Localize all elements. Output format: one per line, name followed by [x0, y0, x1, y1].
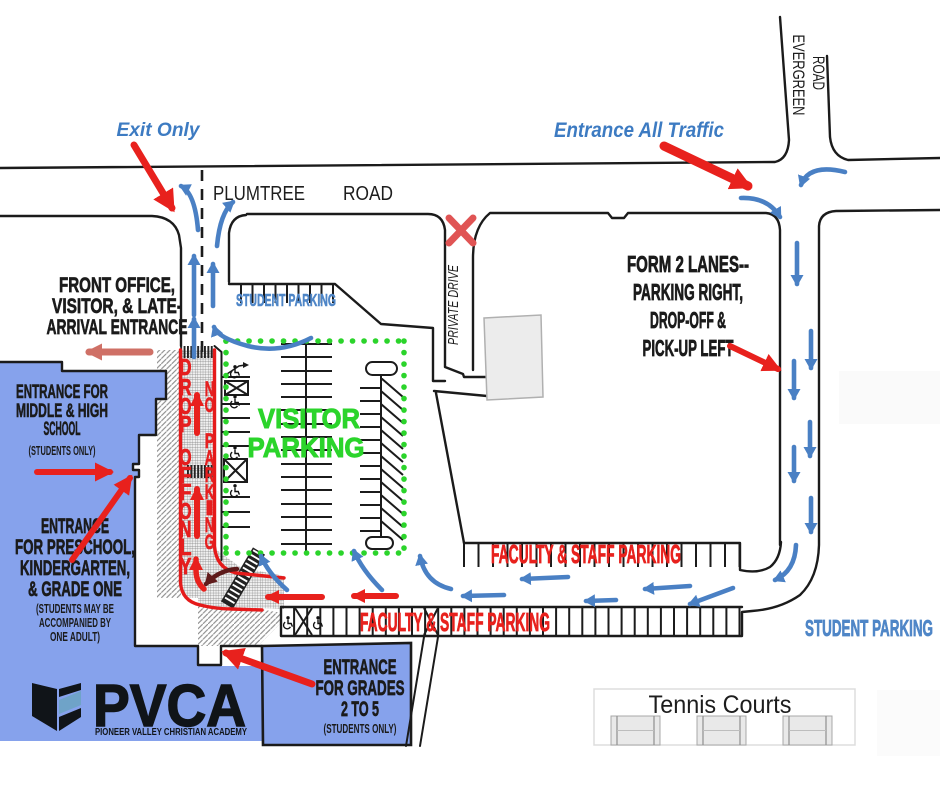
svg-text:R: R	[205, 463, 215, 487]
svg-text:(STUDENTS ONLY): (STUDENTS ONLY)	[324, 721, 397, 736]
svg-text:PICK-UP LEFT: PICK-UP LEFT	[643, 335, 734, 361]
svg-text:STUDENT PARKING: STUDENT PARKING	[236, 290, 336, 310]
svg-text:ROAD: ROAD	[343, 183, 393, 205]
svg-text:G: G	[205, 530, 215, 554]
svg-text:P: P	[180, 411, 192, 437]
svg-text:F: F	[180, 479, 192, 505]
svg-text:N: N	[180, 516, 192, 542]
svg-text:A: A	[205, 446, 215, 470]
svg-text:FACULTY & STAFF PARKING: FACULTY & STAFF PARKING	[360, 607, 550, 637]
svg-text:ACCOMPANIED BY: ACCOMPANIED BY	[39, 616, 111, 630]
svg-text:O: O	[180, 393, 192, 419]
svg-text:ROAD: ROAD	[809, 56, 827, 90]
svg-text:FOR PRESCHOOL,: FOR PRESCHOOL,	[15, 536, 135, 559]
svg-text:O: O	[180, 498, 192, 524]
svg-text:PARKING: PARKING	[248, 432, 365, 463]
svg-text:(STUDENTS MAY BE: (STUDENTS MAY BE	[36, 602, 114, 616]
svg-text:F: F	[180, 462, 192, 488]
svg-text:Tennis Courts: Tennis Courts	[649, 691, 792, 719]
svg-text:SCHOOL: SCHOOL	[44, 419, 81, 440]
svg-text:D: D	[180, 354, 192, 380]
svg-text:MIDDLE & HIGH: MIDDLE & HIGH	[16, 401, 108, 422]
svg-text:VISITOR: VISITOR	[258, 403, 360, 434]
svg-text:FACULTY & STAFF PARKING: FACULTY & STAFF PARKING	[491, 539, 681, 569]
svg-text:I: I	[205, 496, 215, 520]
svg-text:KINDERGARTEN,: KINDERGARTEN,	[20, 557, 130, 580]
svg-text:O: O	[180, 444, 192, 470]
svg-text:O: O	[205, 393, 215, 417]
svg-text:Entrance All Traffic: Entrance All Traffic	[554, 119, 724, 142]
svg-text:R: R	[180, 374, 192, 400]
svg-text:FOR GRADES: FOR GRADES	[316, 677, 405, 700]
svg-text:FORM 2 LANES--: FORM 2 LANES--	[627, 251, 749, 277]
svg-text:FRONT OFFICE,: FRONT OFFICE,	[59, 274, 175, 297]
svg-text:N: N	[205, 377, 215, 401]
svg-text:ONE ADULT): ONE ADULT)	[50, 630, 100, 644]
svg-text:DROP-OFF &: DROP-OFF &	[650, 307, 726, 333]
svg-text:K: K	[205, 480, 215, 504]
svg-text:ENTRANCE FOR: ENTRANCE FOR	[16, 382, 108, 403]
svg-text:Y: Y	[180, 553, 192, 579]
svg-text:VISITOR, & LATE-: VISITOR, & LATE-	[52, 295, 182, 318]
svg-text:STUDENT PARKING: STUDENT PARKING	[805, 615, 933, 641]
svg-text:PLUMTREE: PLUMTREE	[213, 183, 305, 205]
svg-text:EVERGREEN: EVERGREEN	[789, 35, 807, 116]
svg-text:PRIVATE DRIVE: PRIVATE DRIVE	[445, 264, 462, 345]
svg-text:P: P	[205, 429, 215, 453]
svg-text:Exit Only: Exit Only	[117, 119, 201, 141]
svg-text:PVCA: PVCA	[93, 673, 246, 739]
svg-text:(STUDENTS ONLY): (STUDENTS ONLY)	[29, 443, 96, 458]
svg-text:L: L	[180, 534, 192, 560]
svg-text:& GRADE ONE: & GRADE ONE	[28, 578, 122, 601]
svg-text:PIONEER VALLEY CHRISTIAN ACADE: PIONEER VALLEY CHRISTIAN ACADEMY	[95, 727, 247, 738]
svg-text:PARKING RIGHT,: PARKING RIGHT,	[633, 279, 743, 305]
svg-text:ENTRANCE: ENTRANCE	[324, 656, 397, 679]
svg-text:N: N	[205, 513, 215, 537]
svg-text:2 TO 5: 2 TO 5	[341, 698, 379, 721]
svg-text:ARRIVAL ENTRANCE: ARRIVAL ENTRANCE	[47, 316, 188, 339]
